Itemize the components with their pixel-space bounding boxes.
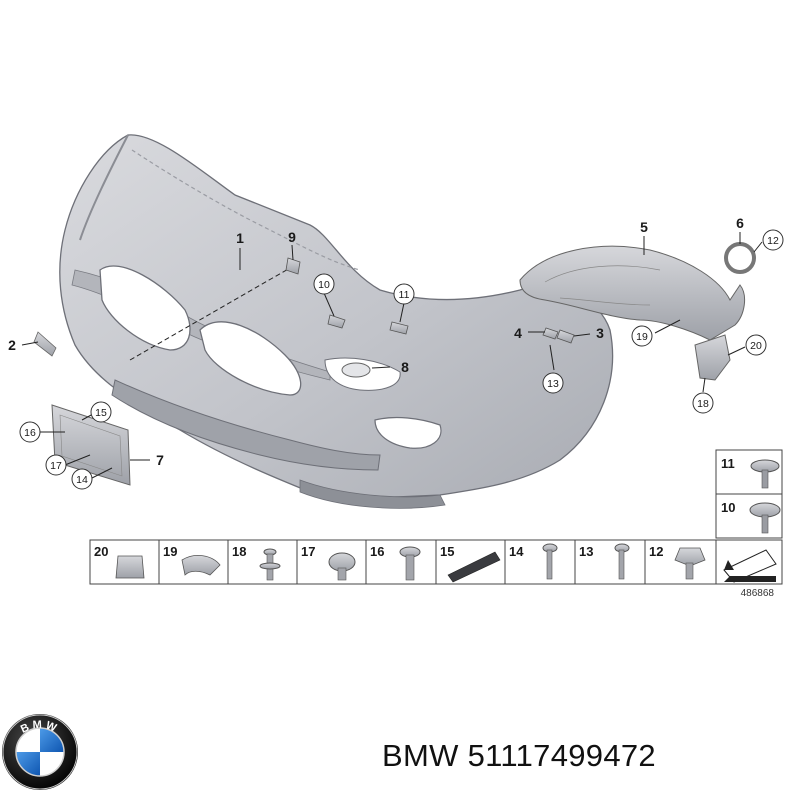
callout-1: 1 bbox=[236, 230, 244, 246]
callout-4: 4 bbox=[514, 325, 522, 341]
callout-20: 20 bbox=[750, 340, 762, 352]
part-8-tow-cover bbox=[341, 362, 371, 378]
callout-19: 19 bbox=[636, 331, 648, 343]
part-2-trim bbox=[33, 331, 57, 357]
table-cell-18: 18 bbox=[232, 544, 246, 559]
table-cell-19: 19 bbox=[163, 544, 177, 559]
part-20-bracket bbox=[694, 334, 731, 381]
dashed-leader bbox=[129, 267, 291, 361]
callout-3: 3 bbox=[596, 325, 604, 341]
callout-11: 11 bbox=[399, 289, 410, 301]
table-cell-16: 16 bbox=[370, 544, 384, 559]
callouts-circled bbox=[19, 229, 784, 490]
caption-brand: BMW bbox=[382, 738, 459, 773]
part-7-plate bbox=[51, 404, 131, 486]
bmw-logo: BMW bbox=[2, 714, 78, 790]
part-9-clip bbox=[285, 257, 301, 275]
svg-text:BMW: BMW bbox=[19, 719, 61, 736]
callout-circled-labels: 10 11 12 13 14 15 16 17 18 19 20 bbox=[24, 235, 779, 486]
callout-18: 18 bbox=[697, 398, 709, 410]
parts-table: 20 19 18 17 16 15 14 13 12 bbox=[89, 539, 783, 585]
part-4-clip bbox=[542, 327, 559, 340]
side-table-10: 10 bbox=[721, 500, 735, 515]
table-cell-15: 15 bbox=[440, 544, 454, 559]
callout-15: 15 bbox=[95, 407, 107, 419]
callout-6: 6 bbox=[736, 215, 744, 231]
leader-lines bbox=[21, 232, 763, 479]
part-3-clip bbox=[556, 329, 575, 344]
callout-13: 13 bbox=[547, 378, 559, 390]
callout-5: 5 bbox=[640, 219, 648, 235]
part-11-screw bbox=[389, 321, 409, 335]
table-cell-14: 14 bbox=[509, 544, 524, 559]
side-parts-table: 11 10 bbox=[715, 449, 783, 539]
callout-10: 10 bbox=[318, 279, 330, 291]
part-6-ring bbox=[724, 242, 756, 274]
part-10-screw bbox=[327, 314, 346, 329]
callout-8: 8 bbox=[401, 359, 409, 375]
part-caption: BMW 51117499472 bbox=[382, 738, 656, 774]
table-cell-13: 13 bbox=[579, 544, 593, 559]
table-cell-20: 20 bbox=[94, 544, 108, 559]
side-table-11: 11 bbox=[721, 456, 735, 471]
callouts-plain: 1 2 3 4 5 6 7 8 9 bbox=[8, 215, 744, 468]
reference-code: 486868 bbox=[741, 588, 775, 599]
table-cell-17: 17 bbox=[301, 544, 315, 559]
caption-part-number: 51117499472 bbox=[467, 738, 656, 773]
callout-17: 17 bbox=[50, 460, 62, 472]
callout-16: 16 bbox=[24, 427, 36, 439]
callout-12: 12 bbox=[767, 235, 779, 247]
part-5-bracket bbox=[519, 245, 746, 341]
callout-14: 14 bbox=[76, 474, 88, 486]
callout-7: 7 bbox=[156, 452, 164, 468]
callout-9: 9 bbox=[288, 229, 296, 245]
table-cell-12: 12 bbox=[649, 544, 663, 559]
callout-2: 2 bbox=[8, 337, 16, 353]
